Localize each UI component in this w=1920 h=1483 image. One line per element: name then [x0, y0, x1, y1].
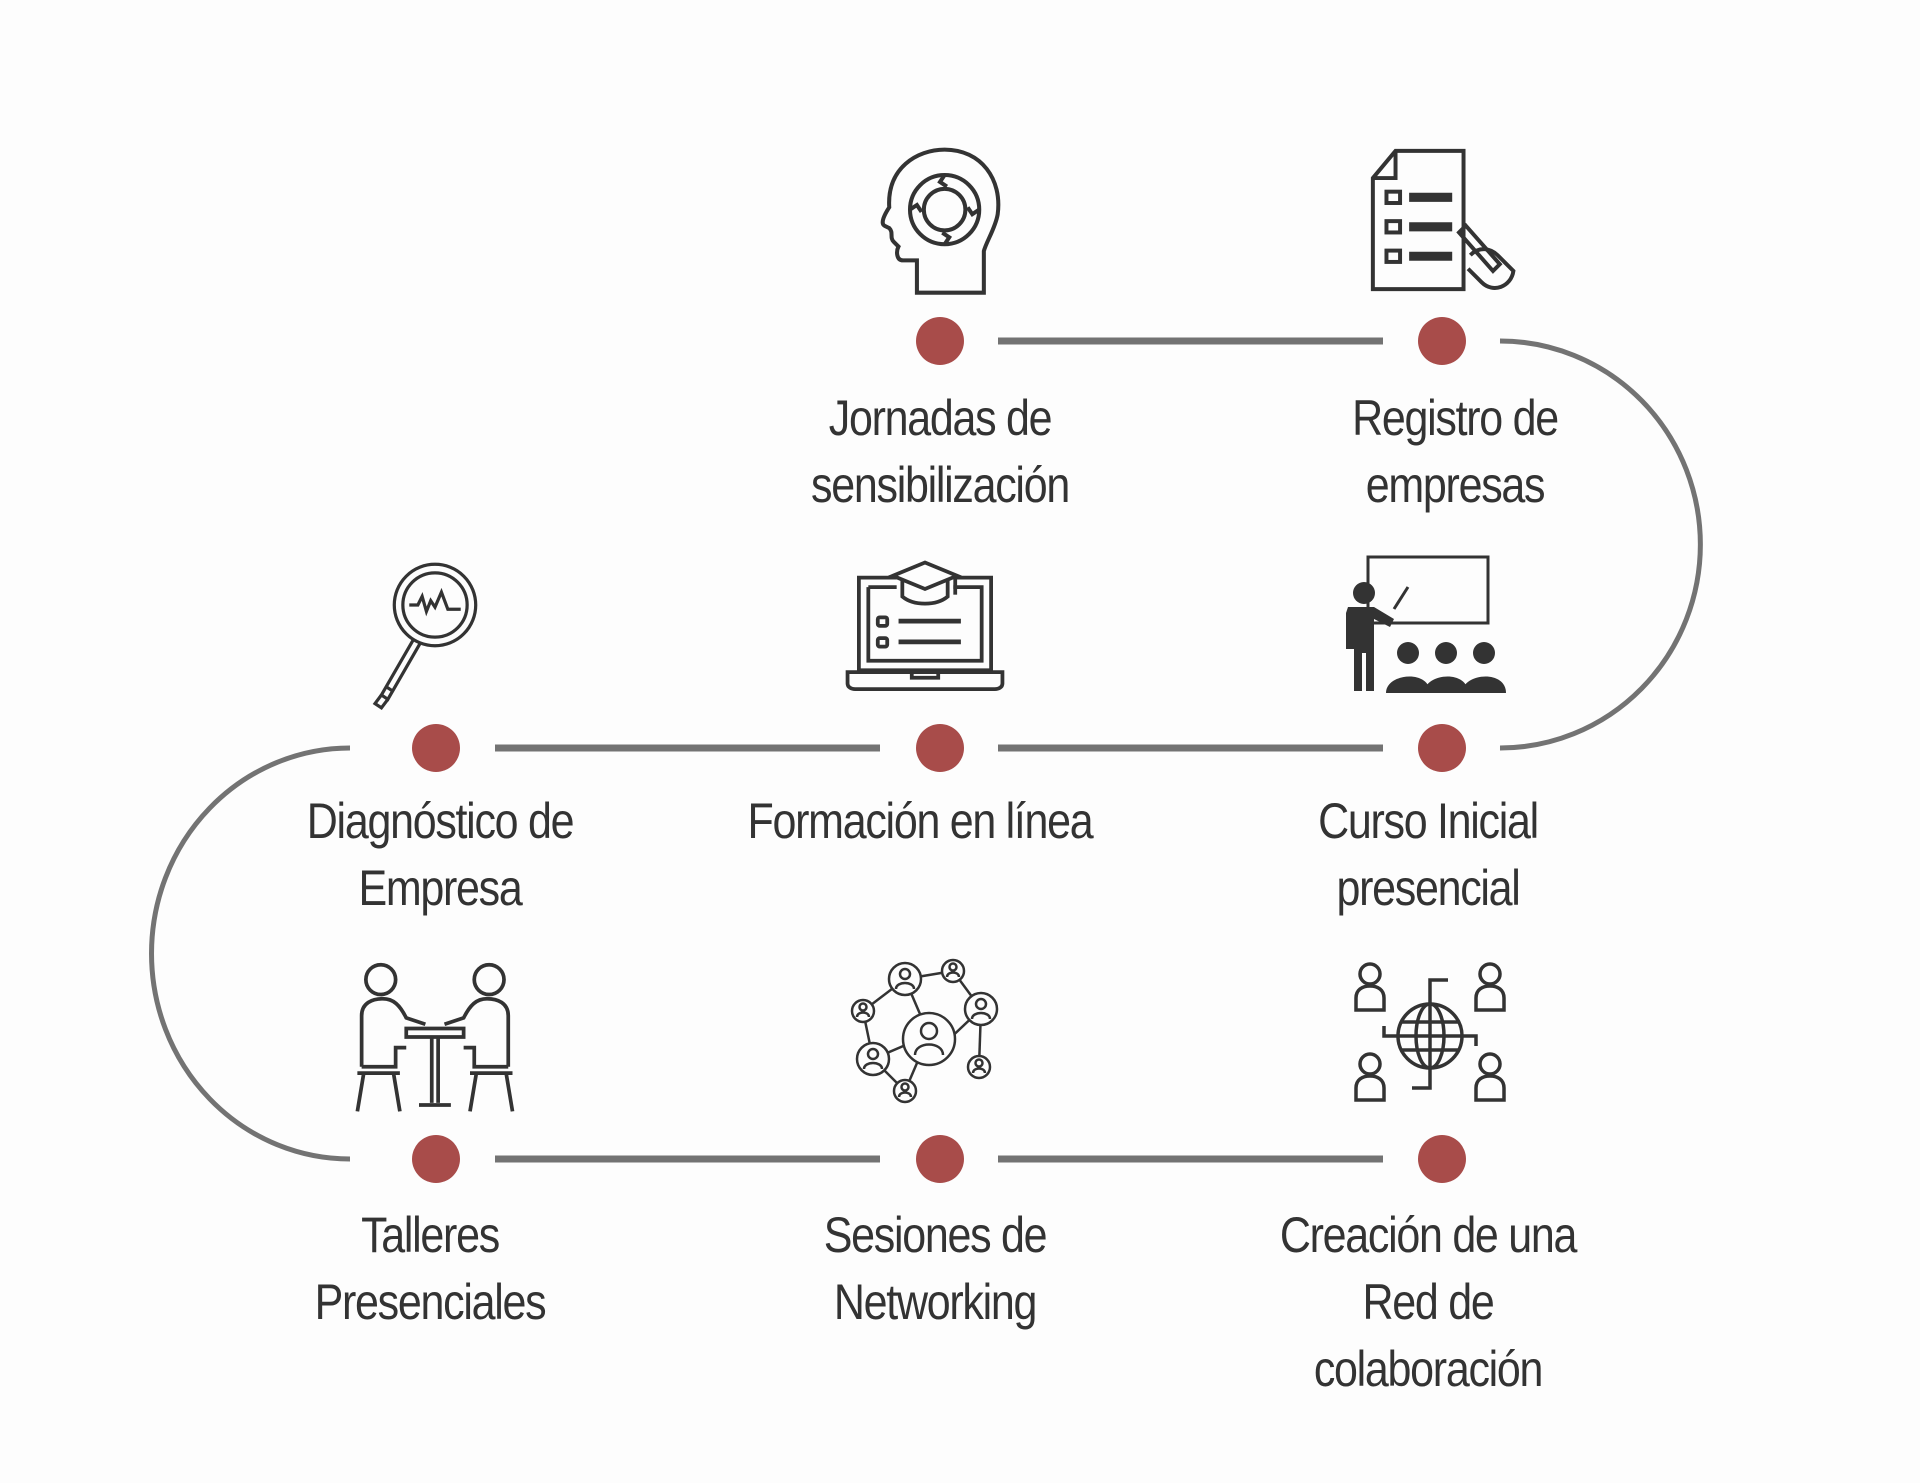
step-title-line1: Creación de una: [1279, 1207, 1577, 1263]
step-label-5: Diagnóstico de Empresa: [259, 788, 620, 922]
step-title-line2: Empresa: [358, 860, 522, 916]
step-title-line2: Red de colaboración: [1313, 1274, 1544, 1397]
step-label-7: Sesiones de Networking: [754, 1202, 1115, 1336]
step-title-line2: Networking: [833, 1274, 1037, 1330]
step-title-line2: empresas: [1365, 457, 1546, 513]
connector-2-3-arc: [1499, 338, 1703, 751]
connector-5-6-arc: [149, 745, 351, 1162]
network-people-icon: [843, 955, 1013, 1105]
step-dot-4: [916, 724, 964, 772]
step-label-2: Registro de empresas: [1274, 385, 1635, 519]
step-title-line1: Jornadas de: [828, 390, 1053, 446]
globe-people-icon: [1345, 960, 1515, 1110]
step-label-4: Formación en línea: [739, 788, 1100, 855]
step-title-line2: sensibilización: [811, 457, 1070, 513]
teacher-class-icon: [1340, 548, 1510, 698]
step-dot-3: [1418, 724, 1466, 772]
step-title-line1: Sesiones de: [823, 1207, 1048, 1263]
step-dot-8: [1418, 1135, 1466, 1183]
step-dot-2: [1418, 317, 1466, 365]
step-dot-6: [412, 1135, 460, 1183]
step-title-line1: Diagnóstico de: [306, 793, 575, 849]
step-label-1: Jornadas de sensibilización: [759, 385, 1120, 519]
step-label-3: Curso Inicial presencial: [1247, 788, 1608, 922]
laptop-graduation-icon: [840, 548, 1010, 698]
step-title-line1: Curso Inicial: [1318, 793, 1539, 849]
step-dot-5: [412, 724, 460, 772]
step-title-line2: presencial: [1336, 860, 1520, 916]
step-title-line2: Presenciales: [314, 1274, 547, 1330]
step-title-line1: Registro de: [1352, 390, 1559, 446]
step-title-line1: Formación en línea: [747, 793, 1094, 849]
head-cycle-icon: [855, 145, 1025, 295]
magnifier-pulse-icon: [335, 560, 505, 711]
step-dot-1: [916, 317, 964, 365]
step-title-line1: Talleres: [361, 1207, 500, 1263]
step-label-8: Creación de una Red de colaboración: [1247, 1202, 1608, 1403]
meeting-table-icon: [351, 962, 521, 1112]
step-dot-7: [916, 1135, 964, 1183]
step-label-6: Talleres Presenciales: [249, 1202, 610, 1336]
form-checklist-icon: [1357, 145, 1527, 295]
